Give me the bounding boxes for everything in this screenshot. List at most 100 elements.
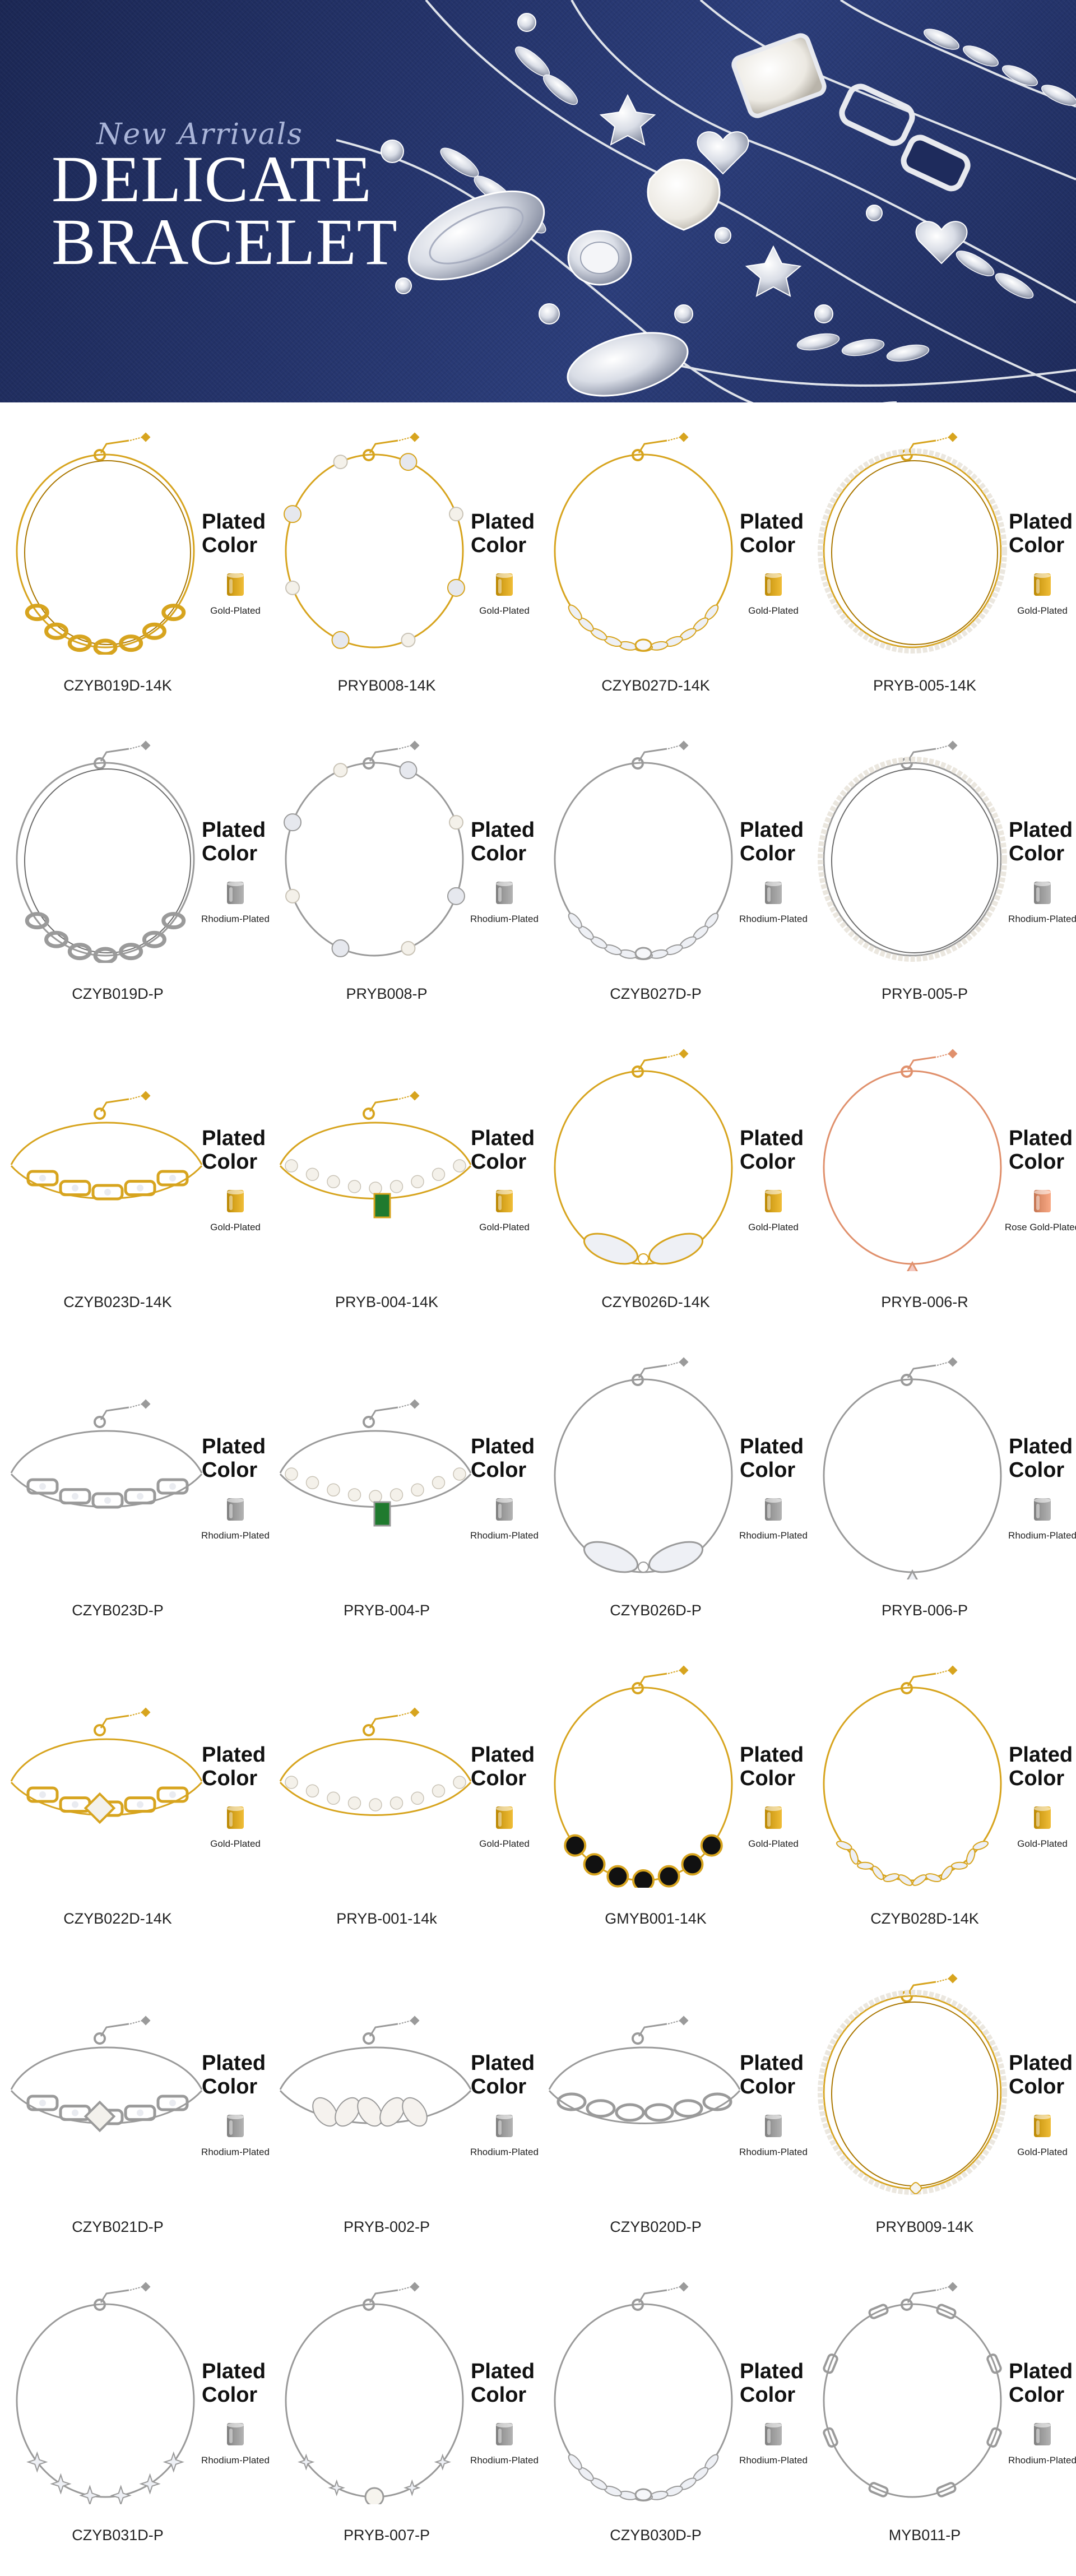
color-word: Color — [202, 842, 258, 865]
plating-swatch-icon — [496, 1498, 513, 1521]
product-code: PRYB008-P — [346, 985, 428, 1002]
plating-swatch-icon — [227, 882, 244, 904]
product-code: CZYB022D-14K — [63, 1910, 172, 1927]
plating-name: Rhodium-Plated — [739, 1530, 808, 1541]
product-code: CZYB020D-P — [610, 2218, 702, 2235]
bracelet-image — [279, 2016, 472, 2127]
plating-swatch-icon — [227, 1806, 244, 1829]
bracelet-image — [16, 432, 195, 655]
plating-swatch-icon — [496, 1190, 513, 1212]
color-word: Color — [1009, 1150, 1065, 1174]
bracelet-image — [823, 1049, 1002, 1271]
plating-name: Rhodium-Plated — [1008, 914, 1076, 924]
color-word: Color — [471, 1767, 527, 1790]
plating-swatch-icon — [1034, 2115, 1051, 2137]
color-word: Color — [1009, 842, 1065, 865]
color-word: Color — [202, 1458, 258, 1482]
plating-swatch-icon — [1034, 1806, 1051, 1829]
product-code: CZYB026D-14K — [601, 1294, 710, 1310]
plated-word: Plated — [202, 1435, 266, 1458]
bracelet-image — [284, 432, 465, 649]
color-word: Color — [471, 1150, 527, 1174]
hero-title-line2: BRACELET — [52, 205, 398, 279]
plated-word: Plated — [740, 510, 804, 534]
hero-text: New Arrivals DELICATE BRACELET — [52, 118, 398, 279]
bracelet-image — [279, 1399, 472, 1527]
plated-word: Plated — [740, 2051, 804, 2075]
plating-name: Rhodium-Plated — [739, 2455, 808, 2466]
color-word: Color — [471, 534, 527, 557]
bracelet-image — [10, 2016, 203, 2133]
plating-swatch-icon — [765, 1190, 782, 1212]
product-code: PRYB-005-P — [881, 985, 968, 1002]
plating-swatch-icon — [496, 882, 513, 904]
hero-bracelet-art — [336, 0, 1076, 402]
product-code: CZYB023D-P — [72, 1602, 164, 1619]
color-word: Color — [202, 2075, 258, 2098]
plating-name: Gold-Plated — [479, 605, 530, 616]
plating-name: Gold-Plated — [1017, 605, 1068, 616]
plating-swatch-icon — [496, 2423, 513, 2445]
plating-name: Rhodium-Plated — [1008, 1530, 1076, 1541]
product-code: CZYB028D-14K — [870, 1910, 979, 1927]
plating-swatch-icon — [227, 1498, 244, 1521]
bracelet-image — [554, 1049, 733, 1265]
product-code: CZYB019D-14K — [63, 677, 172, 694]
product-code: PRYB-004-14K — [335, 1294, 439, 1310]
plated-word: Plated — [202, 818, 266, 842]
color-word: Color — [740, 2075, 796, 2098]
product-code: PRYB-005-14K — [873, 677, 977, 694]
bracelet-image — [16, 2282, 195, 2504]
plating-name: Rhodium-Plated — [470, 2455, 539, 2466]
product-code: PRYB-007-P — [343, 2527, 430, 2543]
hero-banner: New Arrivals DELICATE BRACELET — [0, 0, 1076, 402]
plating-name: Gold-Plated — [1017, 1838, 1068, 1849]
hero-script-text: New Arrivals — [96, 118, 303, 151]
plating-name: Rhodium-Plated — [470, 1530, 539, 1541]
plated-word: Plated — [471, 1435, 535, 1458]
plated-word: Plated — [1009, 818, 1073, 842]
bracelet-image — [16, 740, 195, 963]
